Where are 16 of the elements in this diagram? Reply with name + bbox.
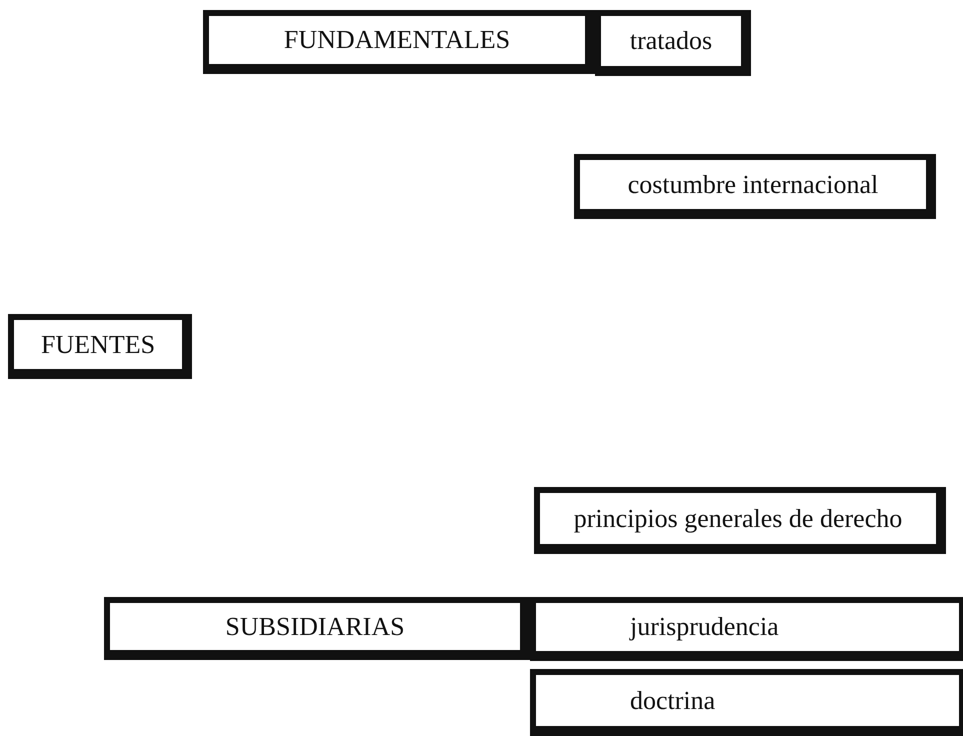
label-box xyxy=(8,314,192,379)
label-box xyxy=(203,10,595,74)
box-label: FUENTES xyxy=(40,330,156,360)
label-box xyxy=(595,10,751,76)
label-box xyxy=(530,597,963,661)
box-label: doctrina xyxy=(630,686,716,716)
box-label: costumbre internacional xyxy=(628,170,878,200)
label-box xyxy=(104,597,530,660)
box-label: SUBSIDIARIAS xyxy=(225,612,405,642)
label-box xyxy=(534,487,946,554)
label-box xyxy=(530,669,963,736)
box-label: jurisprudencia xyxy=(630,612,779,642)
box-label: tratados xyxy=(630,26,712,56)
box-label: FUNDAMENTALES xyxy=(284,25,510,55)
label-box xyxy=(574,154,936,219)
box-label: principios generales de derecho xyxy=(574,504,902,534)
